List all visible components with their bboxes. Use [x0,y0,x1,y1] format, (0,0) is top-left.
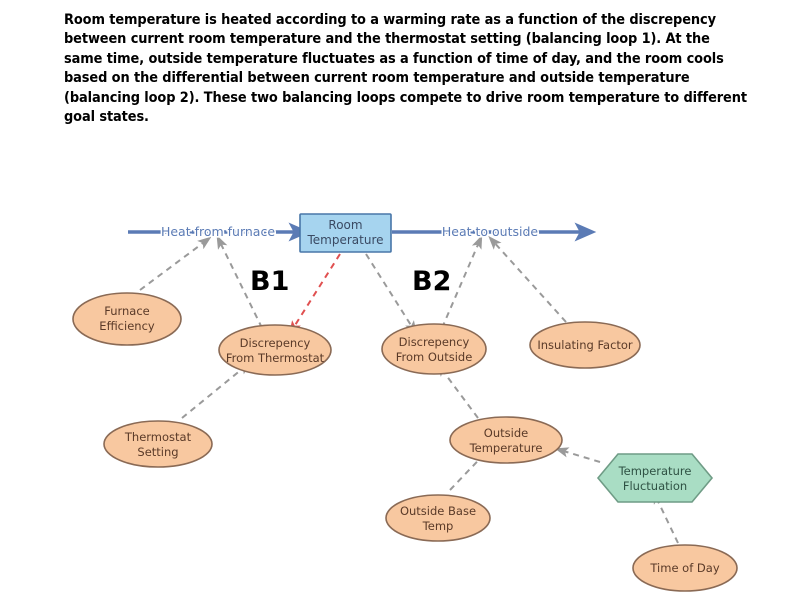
time-of-day-shape[interactable] [632,544,738,592]
thermostat-setting-label-line2: Setting [137,445,178,459]
discrepency-from-outside-shape[interactable] [381,323,487,375]
node-outside-temperature[interactable]: Outside Temperature [449,416,563,464]
link-time-of-day-to-temperature-fluctuation [652,489,679,544]
room-temperature-box[interactable] [299,213,392,253]
causal-loop-diagram: Heat from furnace Heat to outside Room T… [0,150,800,600]
discrepency-from-thermostat-label-line2: From Thermostat [226,351,325,365]
furnace-efficiency-shape[interactable] [72,292,182,346]
node-discrepency-from-outside[interactable]: Discrepency From Outside [381,323,487,375]
room-temperature-label-line2: Temperature [306,233,383,247]
temperature-fluctuation-label-line2: Fluctuation [623,479,687,493]
node-time-of-day[interactable]: Time of Day [632,544,738,592]
link-insulating-factor-to-heat-to-outside [488,235,567,323]
discrepency-from-thermostat-shape[interactable] [218,324,332,376]
outside-temperature-shape[interactable] [449,416,563,464]
loop-label-b1: B1 [250,266,289,297]
link-room-temperature-to-discrepency-thermostat [289,253,341,335]
link-furnace-efficiency-to-heat-from-furnace [139,236,212,291]
link-temperature-fluctuation-to-outside-temperature [554,447,601,463]
room-temperature-label-line1: Room [328,218,362,232]
causal-links [139,234,679,544]
temperature-fluctuation-shape[interactable] [596,453,714,503]
discrepency-from-outside-label-line2: From Outside [396,350,473,364]
discrepency-from-thermostat-label-line1: Discrepency [240,336,311,350]
stock-room-temperature[interactable]: Room Temperature [299,213,392,253]
thermostat-setting-shape[interactable] [103,420,213,468]
heat-from-furnace-label: Heat from furnace [161,224,275,239]
outside-base-temp-shape[interactable] [385,494,491,542]
outside-temperature-label-line1: Outside [484,426,528,440]
node-temperature-fluctuation[interactable]: Temperature Fluctuation [596,453,714,503]
discrepency-from-outside-label-line1: Discrepency [399,335,470,349]
insulating-factor-shape[interactable] [529,321,641,369]
description-paragraph: Room temperature is heated according to … [64,12,747,126]
node-thermostat-setting[interactable]: Thermostat Setting [103,420,213,468]
link-room-temperature-to-discrepency-outside [365,253,417,335]
temperature-fluctuation-label-line1: Temperature [618,464,692,478]
furnace-efficiency-label-line1: Furnace [104,304,150,318]
outside-base-temp-label-line1: Outside Base [400,504,476,518]
link-discrepency-thermostat-to-heat-from-furnace [216,234,263,329]
heat-to-outside-label: Heat to outside [442,224,539,239]
link-discrepency-outside-to-heat-to-outside [441,234,483,329]
thermostat-setting-label-line1: Thermostat [124,430,192,444]
link-thermostat-setting-to-discrepency-thermostat [181,361,252,419]
loop-label-b2: B2 [412,266,451,297]
outside-temperature-label-line2: Temperature [469,441,543,455]
node-insulating-factor[interactable]: Insulating Factor [529,321,641,369]
insulating-factor-label-line1: Insulating Factor [537,338,633,352]
furnace-efficiency-label-line2: Efficiency [99,319,155,333]
outside-base-temp-label-line2: Temp [422,519,454,533]
time-of-day-label-line1: Time of Day [649,561,719,575]
link-outside-temperature-to-discrepency-outside [436,362,479,419]
node-furnace-efficiency[interactable]: Furnace Efficiency [72,292,182,346]
node-discrepency-from-thermostat[interactable]: Discrepency From Thermostat [218,324,332,376]
node-outside-base-temp[interactable]: Outside Base Temp [385,494,491,542]
